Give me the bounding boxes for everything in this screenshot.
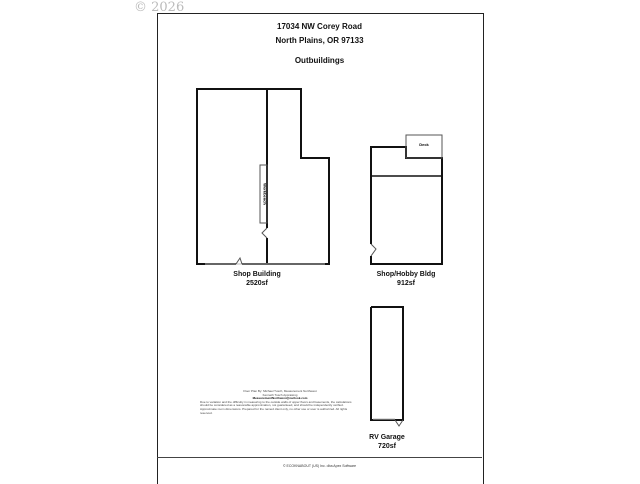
address-line2: North Plains, OR 97133 — [275, 36, 364, 45]
building-name: Shop/Hobby Bldg — [376, 271, 436, 278]
workbench — [259, 164, 268, 224]
shop-building-label: Shop Building 2520sf — [207, 270, 307, 288]
building-name: Shop Building — [233, 271, 281, 278]
door-icon — [261, 227, 268, 239]
disclaimer: Due to variation and the difficulty in m… — [200, 399, 352, 415]
shop-building-walls — [196, 88, 330, 265]
credit-email: MeasurementNorthwest@outlook.com — [252, 396, 308, 401]
building-area: 720sf — [378, 443, 396, 450]
footer-copyright: © ECOKNABOUT (US) Inc. dba Apex Software — [282, 464, 357, 468]
copyright-watermark: © 2026 — [134, 0, 185, 15]
door-icon — [235, 256, 243, 265]
address-line1: 17034 NW Corey Road — [277, 22, 362, 31]
rv-garage-walls — [370, 306, 404, 421]
credit-block: Floor Plan By: Michael Tusch, Measuremen… — [200, 389, 360, 415]
building-area: 2520sf — [246, 280, 268, 287]
credit-line1: Floor Plan By: Michael Tusch, Measuremen… — [243, 389, 317, 393]
building-name: RV Garage — [369, 434, 405, 441]
shop-hobby-walls — [370, 146, 443, 265]
credit-line2: Kenneth Tusch Appraising — [262, 392, 298, 397]
rv-garage-label: RV Garage 720sf — [337, 433, 437, 451]
door-icon — [370, 243, 377, 257]
building-area: 912sf — [397, 280, 415, 287]
footer-divider — [157, 457, 482, 458]
door-icon — [394, 419, 404, 427]
deck-label: Deck — [419, 142, 429, 147]
deck — [405, 134, 443, 159]
page-frame — [157, 13, 484, 484]
workbench-label: Workbench — [263, 183, 268, 205]
shop-hobby-label: Shop/Hobby Bldg 912sf — [356, 270, 456, 288]
page-title: Outbuildings — [294, 56, 345, 65]
